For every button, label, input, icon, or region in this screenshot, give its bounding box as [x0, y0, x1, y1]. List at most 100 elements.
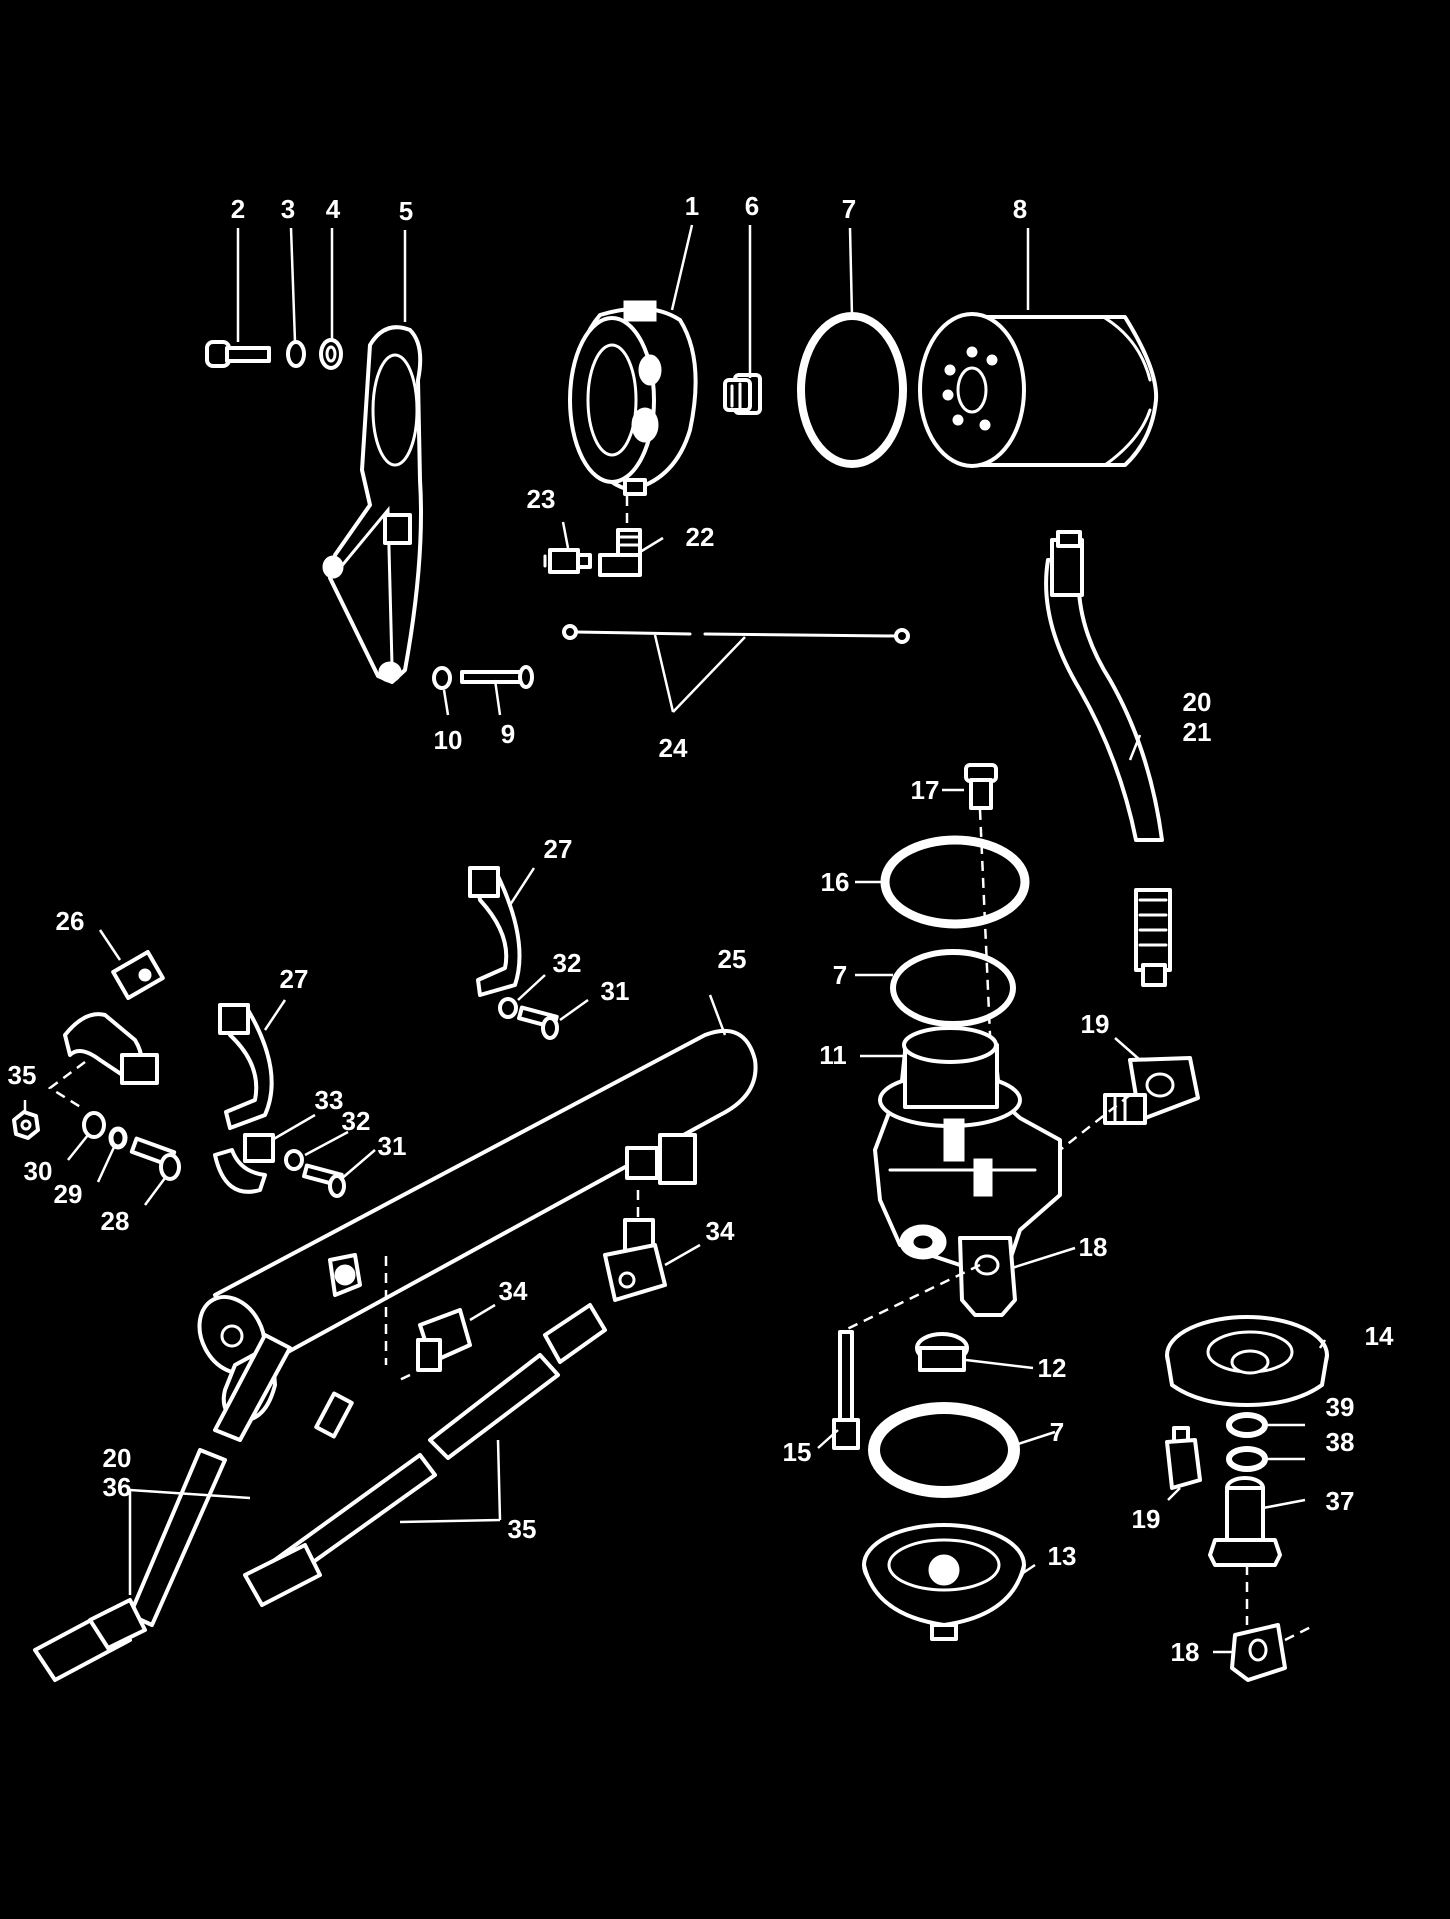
part-16-seal — [880, 835, 1030, 929]
callout-39: 39 — [1326, 1392, 1355, 1422]
callout-7-middle: 7 — [833, 960, 847, 990]
part-32-washer-lower — [284, 1149, 304, 1171]
part-31-screw-lower — [302, 1163, 346, 1198]
callout-20-top: 20 — [1183, 687, 1212, 717]
part-26-clamp — [63, 950, 165, 1085]
callout-9: 9 — [501, 719, 515, 749]
callout-37: 37 — [1326, 1486, 1355, 1516]
callout-30: 30 — [24, 1156, 53, 1186]
callout-32-lower: 32 — [342, 1106, 371, 1136]
callout-36: 36 — [103, 1472, 132, 1502]
callout-31-lower: 31 — [378, 1131, 407, 1161]
callout-5: 5 — [399, 196, 413, 226]
leader-lines — [23, 224, 1327, 1654]
part-12-plug — [915, 1332, 969, 1372]
part-7-o-ring-top — [797, 312, 907, 468]
callout-19-lower: 19 — [1132, 1504, 1161, 1534]
part-20-36-hose — [33, 1333, 354, 1682]
part-10-washer — [432, 666, 452, 690]
callout-1: 1 — [685, 191, 699, 221]
part-38-washer — [1226, 1446, 1268, 1472]
part-35-nut — [12, 1110, 40, 1140]
callout-4: 4 — [326, 194, 341, 224]
part-37-nipple — [1208, 1476, 1282, 1567]
callout-25: 25 — [718, 944, 747, 974]
part-25-oil-cooler — [197, 1029, 758, 1423]
part-7-seal-lower — [868, 1402, 1020, 1498]
callout-15: 15 — [783, 1437, 812, 1467]
callout-20-lower: 20 — [103, 1443, 132, 1473]
part-39-washer — [1226, 1412, 1268, 1438]
callout-32-upper: 32 — [553, 948, 582, 978]
part-31-screw-upper — [517, 1005, 559, 1040]
part-6-fitting — [723, 373, 762, 415]
callout-16: 16 — [821, 867, 850, 897]
part-34-tee-fitting-right — [603, 1218, 667, 1302]
part-2-bolt — [205, 340, 271, 368]
part-8-oil-filter — [918, 312, 1159, 468]
part-3-lock-washer — [286, 340, 306, 368]
callout-6: 6 — [745, 191, 759, 221]
part-4-washer — [319, 338, 343, 370]
callout-2: 2 — [231, 194, 245, 224]
part-34-tee-fitting-left — [416, 1308, 472, 1372]
part-7-o-ring-middle — [890, 949, 1016, 1027]
part-24-wire-leads — [562, 624, 910, 644]
part-33-clamp — [213, 1133, 275, 1194]
callout-22: 22 — [686, 522, 715, 552]
callout-21: 21 — [1183, 717, 1212, 747]
part-29-lock-washer — [108, 1126, 128, 1150]
part-20-21-hose — [1044, 530, 1172, 987]
callout-3: 3 — [281, 194, 295, 224]
part-18-fitting-upper — [958, 1236, 1017, 1317]
callout-28: 28 — [101, 1206, 130, 1236]
part-18-fitting-lower — [1230, 1623, 1287, 1682]
callout-34-right: 34 — [706, 1216, 735, 1246]
callout-27-lower: 27 — [280, 964, 309, 994]
callout-17: 17 — [911, 775, 940, 805]
part-14-adapter-plate — [1165, 1315, 1329, 1407]
callout-26: 26 — [56, 906, 85, 936]
part-1-filter-adapter — [568, 300, 698, 496]
part-5-bracket — [322, 325, 423, 684]
callout-12: 12 — [1038, 1353, 1067, 1383]
part-30-washer — [82, 1111, 106, 1139]
callout-24: 24 — [659, 733, 688, 763]
part-35-hose — [243, 1303, 607, 1607]
callout-19-upper: 19 — [1081, 1009, 1110, 1039]
part-19-elbow-upper — [1103, 1056, 1200, 1125]
callout-34-left: 34 — [499, 1276, 528, 1306]
part-32-washer-upper — [498, 997, 518, 1019]
callout-11: 11 — [819, 1040, 847, 1070]
callout-35-hose: 35 — [508, 1514, 537, 1544]
part-27-clamp-upper — [468, 866, 522, 997]
assembly-lines — [47, 496, 1316, 1642]
part-9-bolt — [460, 665, 534, 689]
callout-numbers: 1 2 3 4 5 6 7 8 9 10 22 23 24 20 21 17 1… — [8, 191, 1394, 1667]
callout-7-top: 7 — [842, 194, 856, 224]
callout-7-lower: 7 — [1050, 1417, 1064, 1447]
part-15-bolt — [832, 1330, 860, 1450]
callout-27-upper: 27 — [544, 834, 573, 864]
callout-18-lower: 18 — [1171, 1637, 1200, 1667]
callout-23: 23 — [527, 484, 556, 514]
part-19-fitting-lower — [1165, 1426, 1202, 1490]
callout-18-upper: 18 — [1079, 1232, 1108, 1262]
callout-33: 33 — [315, 1085, 344, 1115]
callout-10: 10 — [434, 725, 463, 755]
callout-38: 38 — [1326, 1427, 1355, 1457]
callout-31-upper: 31 — [601, 976, 630, 1006]
part-27-clamp-lower — [218, 1003, 274, 1130]
callout-13: 13 — [1048, 1541, 1077, 1571]
part-13-cap — [862, 1523, 1026, 1641]
part-28-bolt — [129, 1136, 181, 1181]
callout-35-nut: 35 — [8, 1060, 37, 1090]
callout-8: 8 — [1013, 194, 1027, 224]
callout-29: 29 — [54, 1179, 83, 1209]
part-11-filter-housing — [873, 1026, 1062, 1267]
part-22-elbow-fitting — [598, 528, 642, 577]
part-23-sender — [543, 548, 592, 574]
callout-14: 14 — [1365, 1321, 1394, 1351]
part-17-plug — [964, 763, 998, 810]
